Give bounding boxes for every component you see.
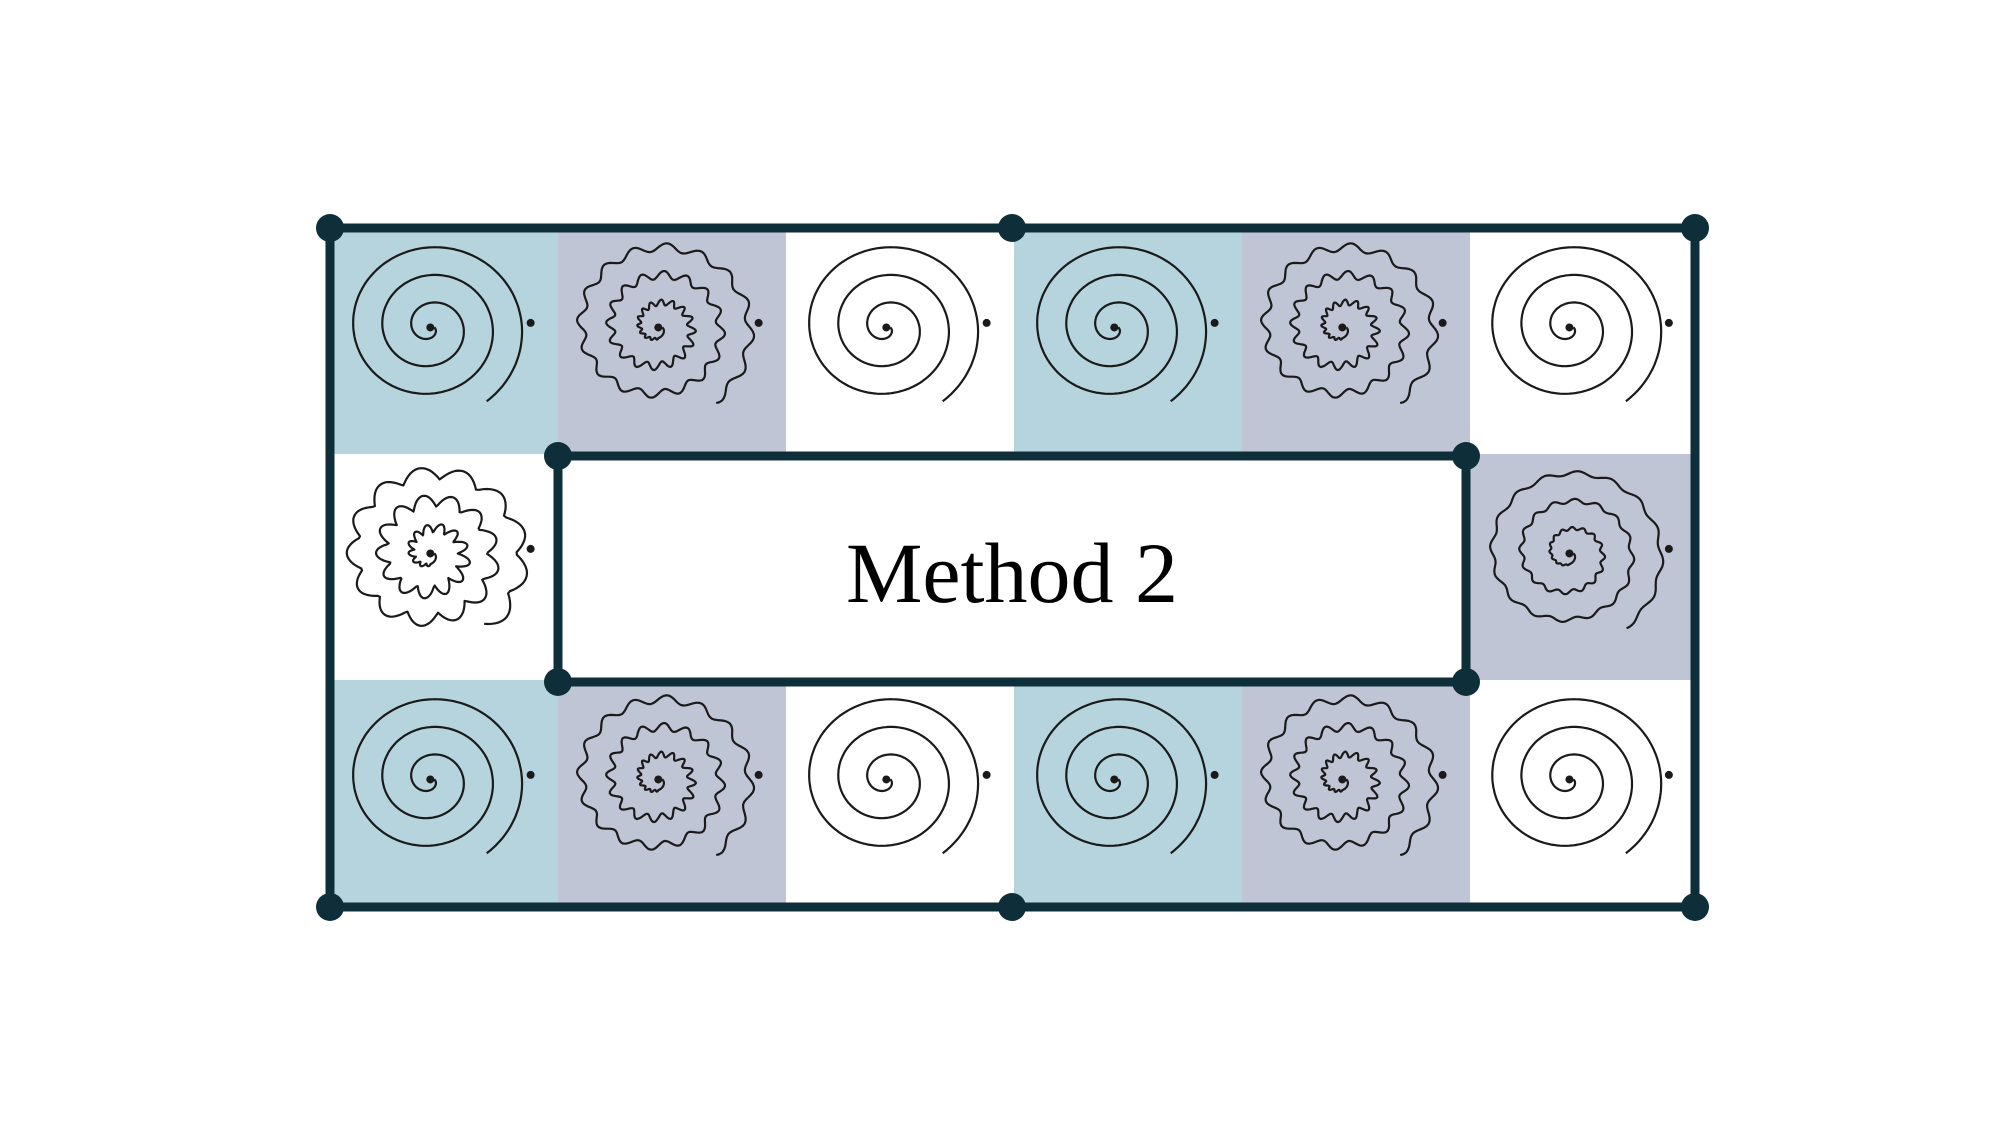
frame-node-6 (1681, 893, 1709, 921)
spiral-tile-bottom-3 (786, 680, 1014, 906)
spiral-end-dot (754, 318, 763, 327)
frame-node-10 (1452, 668, 1480, 696)
spiral-end-dot (754, 770, 763, 779)
spiral-tile-bottom-5 (1242, 680, 1470, 906)
spiral-end-dot (526, 318, 535, 327)
spiral-end-dot (526, 544, 535, 553)
spiral-start-dot (426, 549, 435, 558)
spiral-end-dot (1210, 318, 1219, 327)
spiral-drawing-icon (1259, 242, 1440, 405)
spiral-end-dot (1210, 770, 1219, 779)
spiral-start-dot (654, 775, 663, 784)
spiral-start-dot (882, 775, 891, 784)
spiral-end-dot (982, 770, 991, 779)
spiral-drawing-icon (352, 246, 524, 403)
frame (325, 223, 1700, 912)
spiral-drawing-icon (575, 694, 756, 857)
tile-background (1470, 454, 1696, 680)
spiral-end-dot (526, 770, 535, 779)
inner-frame (553, 451, 1471, 687)
spiral-tile-top-5 (1242, 228, 1470, 454)
spiral-tile-mid-right (1470, 454, 1696, 680)
spiral-drawing-icon (575, 242, 756, 405)
spiral-end-dot (1664, 770, 1673, 779)
spiral-start-dot (1338, 775, 1347, 784)
frame-node-8 (1452, 442, 1480, 470)
spiral-drawing-icon (1259, 694, 1440, 857)
frame-node-2 (998, 214, 1026, 242)
spiral-drawing-icon (1036, 698, 1208, 855)
tile-background (1014, 228, 1242, 454)
spiral-tile-bottom-6 (1470, 680, 1696, 906)
frame-node-4 (316, 893, 344, 921)
spiral-start-dot (1565, 549, 1574, 558)
frame-node-1 (316, 214, 344, 242)
tile-background (1470, 680, 1696, 906)
tile-background (1242, 228, 1470, 454)
spiral-start-dot (1338, 323, 1347, 332)
frame-nodes (316, 214, 1709, 921)
spiral-start-dot (1565, 775, 1574, 784)
frame-node-5 (998, 893, 1026, 921)
tile-background (558, 680, 786, 906)
spiral-start-dot (1110, 775, 1119, 784)
spiral-tile-bottom-4 (1014, 680, 1242, 906)
spiral-drawing-icon (345, 467, 529, 627)
spiral-start-dot (426, 775, 435, 784)
spiral-end-dot (982, 318, 991, 327)
tile-background (330, 454, 558, 680)
spiral-drawing-icon (1491, 246, 1663, 403)
tile-background (786, 228, 1014, 454)
spiral-drawing-icon (352, 698, 524, 855)
tile-background (330, 228, 558, 454)
spiral-drawing-icon (1036, 246, 1208, 403)
frame-node-7 (544, 442, 572, 470)
tile-background (1014, 680, 1242, 906)
spiral-start-dot (426, 323, 435, 332)
spiral-end-dot (1438, 770, 1447, 779)
spiral-tile-mid-left (330, 454, 558, 680)
frame-node-9 (544, 668, 572, 696)
tile-background (1242, 680, 1470, 906)
frame-node-3 (1681, 214, 1709, 242)
spiral-start-dot (882, 323, 891, 332)
spiral-drawing-icon (808, 698, 980, 855)
spiral-end-dot (1664, 544, 1673, 553)
spiral-tile-top-3 (786, 228, 1014, 454)
spiral-tile-bottom-2 (558, 680, 786, 906)
spiral-drawing-icon (1491, 698, 1663, 855)
spiral-start-dot (654, 323, 663, 332)
tile-background (1470, 228, 1696, 454)
spiral-tile-top-2 (558, 228, 786, 454)
spiral-tile-top-4 (1014, 228, 1242, 454)
spiral-drawing-icon (1489, 470, 1665, 630)
tile-background (558, 228, 786, 454)
spiral-drawing-icon (808, 246, 980, 403)
tile-background (330, 680, 558, 906)
spiral-tile-top-1 (330, 228, 558, 454)
center-label: Method 2 (846, 525, 1178, 621)
tile-grid (330, 228, 1696, 906)
spiral-tile-top-6 (1470, 228, 1696, 454)
spiral-end-dot (1438, 318, 1447, 327)
spiral-start-dot (1110, 323, 1119, 332)
spiral-tile-bottom-1 (330, 680, 558, 906)
spiral-end-dot (1664, 318, 1673, 327)
tile-background (786, 680, 1014, 906)
spiral-start-dot (1565, 323, 1574, 332)
